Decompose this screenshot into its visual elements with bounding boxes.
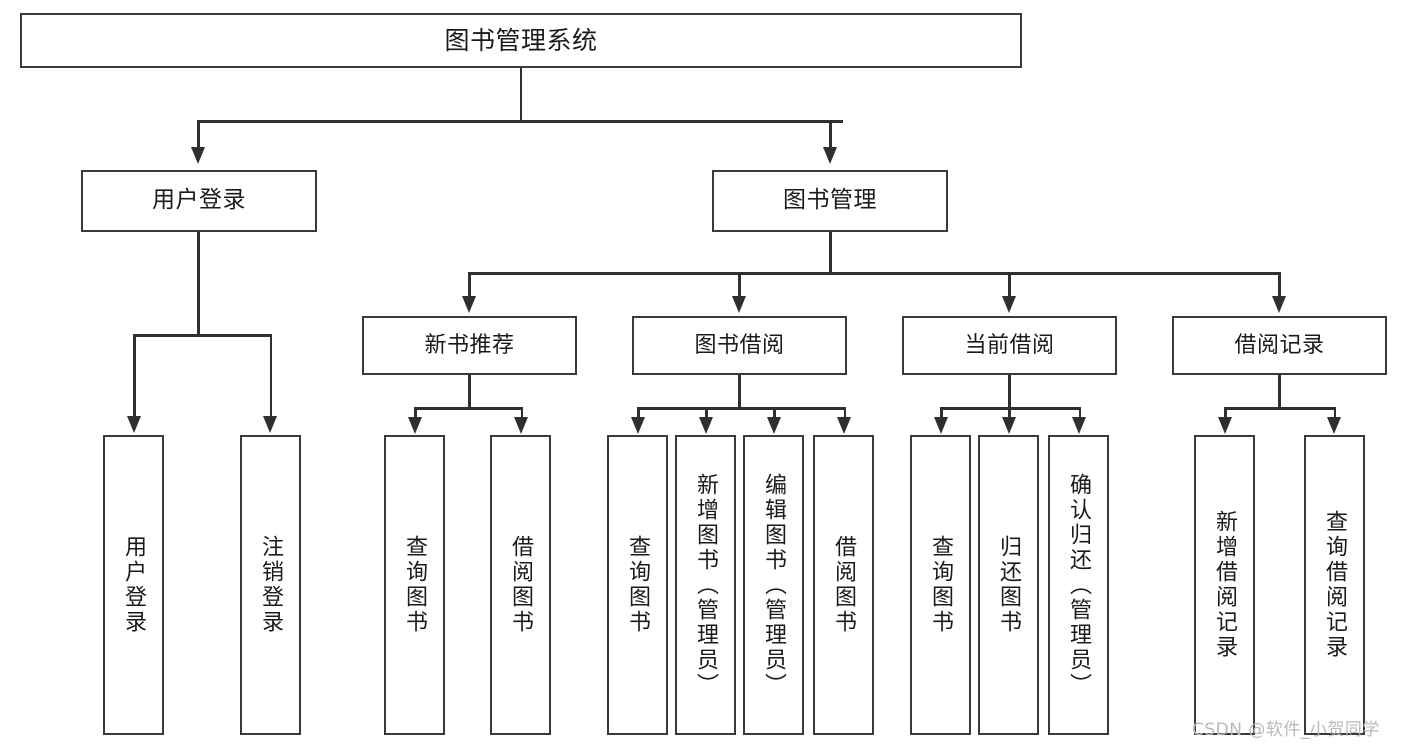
leaf-edit-book[interactable]: 编辑图书（管理员） (743, 435, 804, 735)
edge-root-stem (519, 68, 522, 120)
arrow-to-leaf-query-book-2 (630, 417, 645, 434)
edge-book-borrow-leg-3 (773, 407, 776, 419)
edge-book-borrow-leg-1 (637, 407, 640, 419)
edge-root-split-bar (197, 120, 843, 123)
edge-book-borrow-stem (738, 375, 741, 407)
leaf-add-book[interactable]: 新增图书（管理员） (675, 435, 736, 735)
node-label: 当前借阅 (964, 332, 1055, 358)
node-borrow-record[interactable]: 借阅记录 (1172, 316, 1387, 375)
node-label: 用户登录 (121, 535, 147, 635)
arrow-to-leaf-logout-login (263, 416, 277, 433)
arrow-to-book-borrow (731, 296, 746, 313)
arrow-to-leaf-add-book (698, 417, 713, 434)
arrow-to-leaf-borrow-book-2 (837, 417, 851, 434)
arrow-to-leaf-return-book (1001, 417, 1016, 434)
node-user-login[interactable]: 用户登录 (81, 170, 317, 232)
arrow-to-new-book-recommend (461, 296, 476, 313)
edge-book-manage-stem (829, 232, 832, 272)
arrow-to-leaf-query-book-1 (407, 417, 422, 434)
edge-root-to-book-manage (829, 120, 832, 149)
node-label: 归还图书 (996, 535, 1022, 635)
edge-user-login-leg-1 (133, 334, 136, 418)
arrow-to-user-login (190, 147, 205, 164)
edge-book-manage-leg-1 (468, 272, 471, 298)
arrow-to-leaf-edit-book (766, 417, 781, 434)
leaf-confirm-return[interactable]: 确认归还（管理员） (1048, 435, 1109, 735)
leaf-query-book-borrow[interactable]: 查询图书 (607, 435, 668, 735)
leaf-borrow-book-borrow[interactable]: 借阅图书 (813, 435, 874, 735)
edge-book-manage-split-bar (468, 272, 1280, 275)
node-label: 图书管理 (783, 187, 877, 214)
edge-book-borrow-leg-2 (705, 407, 708, 419)
edge-borrow-record-leg-2 (1333, 407, 1336, 419)
edge-current-borrow-leg-3 (1078, 407, 1081, 419)
node-label: 新增图书（管理员） (693, 472, 719, 698)
edge-book-manage-leg-2 (738, 272, 741, 298)
edge-borrow-record-leg-1 (1224, 407, 1227, 419)
leaf-query-borrow-record[interactable]: 查询借阅记录 (1304, 435, 1365, 735)
node-book-borrow[interactable]: 图书借阅 (632, 316, 847, 375)
node-label: 用户登录 (152, 187, 246, 214)
node-label: 图书管理系统 (444, 25, 598, 55)
arrow-to-leaf-user-login (126, 416, 141, 433)
leaf-user-login[interactable]: 用户登录 (103, 435, 164, 735)
node-label: 查询图书 (928, 535, 954, 635)
node-root-system[interactable]: 图书管理系统 (20, 13, 1022, 68)
arrow-to-leaf-borrow-book-1 (514, 417, 528, 434)
leaf-borrow-book-new-recommend[interactable]: 借阅图书 (490, 435, 551, 735)
edge-new-book-stem (468, 375, 471, 407)
arrow-to-book-manage (822, 147, 837, 164)
edge-current-borrow-leg-1 (940, 407, 943, 419)
node-label: 查询图书 (402, 535, 428, 635)
node-label: 借阅记录 (1234, 332, 1325, 358)
arrow-to-borrow-record (1271, 296, 1286, 313)
node-label: 借阅图书 (831, 535, 857, 635)
arrow-to-leaf-add-record (1217, 417, 1232, 434)
node-label: 查询图书 (625, 535, 651, 635)
node-label: 确认归还（管理员） (1066, 472, 1092, 698)
leaf-query-book-current[interactable]: 查询图书 (910, 435, 971, 735)
edge-borrow-record-split-bar (1224, 407, 1336, 410)
node-label: 借阅图书 (508, 535, 534, 635)
edge-book-manage-leg-4 (1278, 272, 1281, 298)
edge-new-book-leg-2 (520, 407, 523, 419)
node-label: 新书推荐 (424, 332, 515, 358)
edge-book-borrow-leg-4 (843, 407, 846, 419)
edge-book-borrow-split-bar (637, 407, 846, 410)
node-book-manage[interactable]: 图书管理 (712, 170, 948, 232)
leaf-query-book-new-recommend[interactable]: 查询图书 (384, 435, 445, 735)
edge-current-borrow-leg-2 (1008, 407, 1011, 419)
node-label: 注销登录 (258, 535, 284, 635)
node-label: 查询借阅记录 (1322, 510, 1348, 660)
edge-book-manage-leg-3 (1008, 272, 1011, 298)
edge-user-login-split-bar (133, 334, 272, 337)
node-label: 新增借阅记录 (1212, 510, 1238, 660)
node-current-borrow[interactable]: 当前借阅 (902, 316, 1117, 375)
edge-user-login-leg-2 (269, 334, 272, 418)
edge-borrow-record-stem (1278, 375, 1281, 407)
edge-current-borrow-stem (1008, 375, 1011, 407)
arrow-to-leaf-query-book-3 (933, 417, 948, 434)
edge-new-book-split-bar (414, 407, 523, 410)
arrow-to-leaf-confirm-return (1072, 417, 1086, 434)
arrow-to-current-borrow (1001, 296, 1016, 313)
leaf-logout-login[interactable]: 注销登录 (240, 435, 301, 735)
edge-current-borrow-split-bar (940, 407, 1081, 410)
leaf-return-book[interactable]: 归还图书 (978, 435, 1039, 735)
node-label: 编辑图书（管理员） (761, 472, 787, 698)
arrow-to-leaf-query-record (1327, 417, 1341, 434)
edge-root-to-user-login (197, 120, 200, 149)
edge-user-login-stem (197, 232, 200, 334)
node-label: 图书借阅 (694, 332, 785, 358)
node-new-book-recommend[interactable]: 新书推荐 (362, 316, 577, 375)
leaf-add-borrow-record[interactable]: 新增借阅记录 (1194, 435, 1255, 735)
edge-new-book-leg-1 (414, 407, 417, 419)
